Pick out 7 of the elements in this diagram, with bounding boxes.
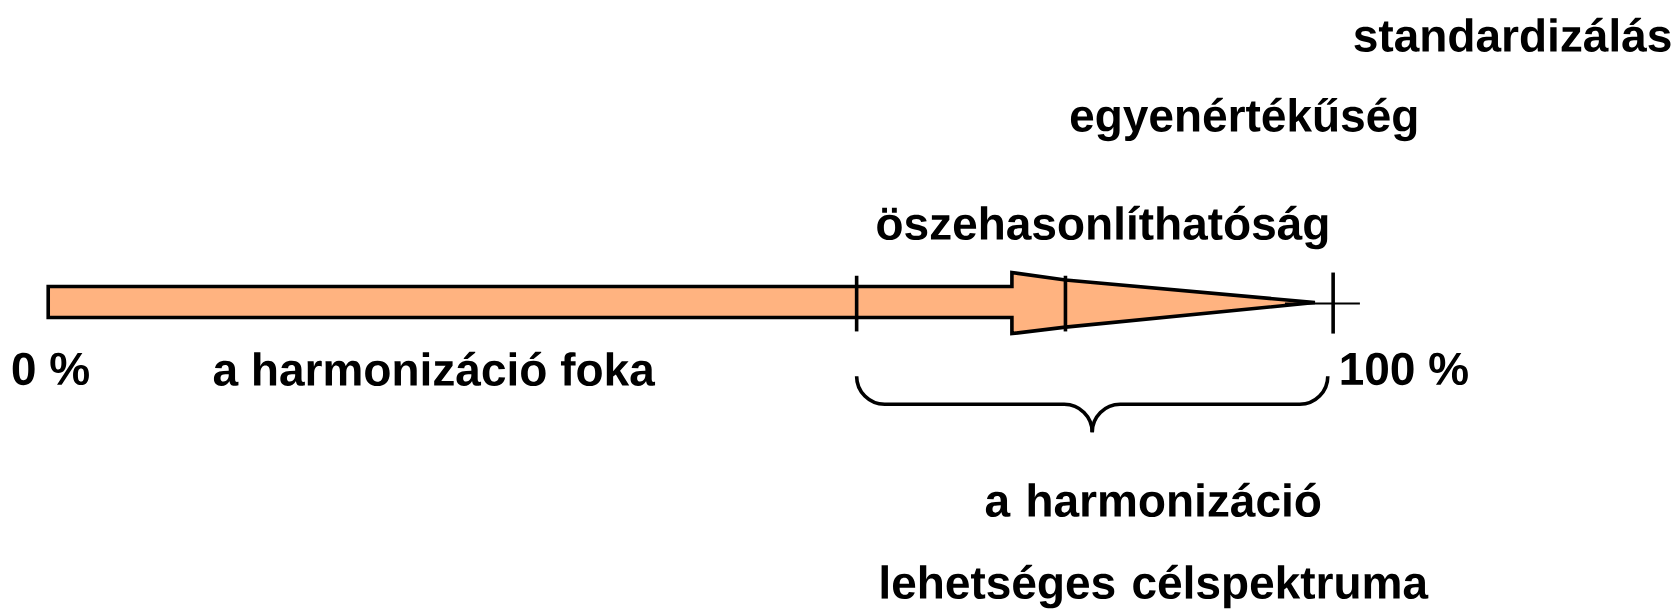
text-label: egyenértékűség <box>1070 97 1417 142</box>
text-label: standardizálás <box>1354 17 1671 52</box>
text-label: öszehasonlíthatóság <box>877 205 1328 250</box>
text-label: a harmonizáció lehetséges célspektruma <box>881 482 1429 609</box>
text-label: 0 % <box>12 352 89 386</box>
text-label: a harmonizáció foka <box>213 351 656 386</box>
text-label: 100 % <box>1341 352 1468 386</box>
